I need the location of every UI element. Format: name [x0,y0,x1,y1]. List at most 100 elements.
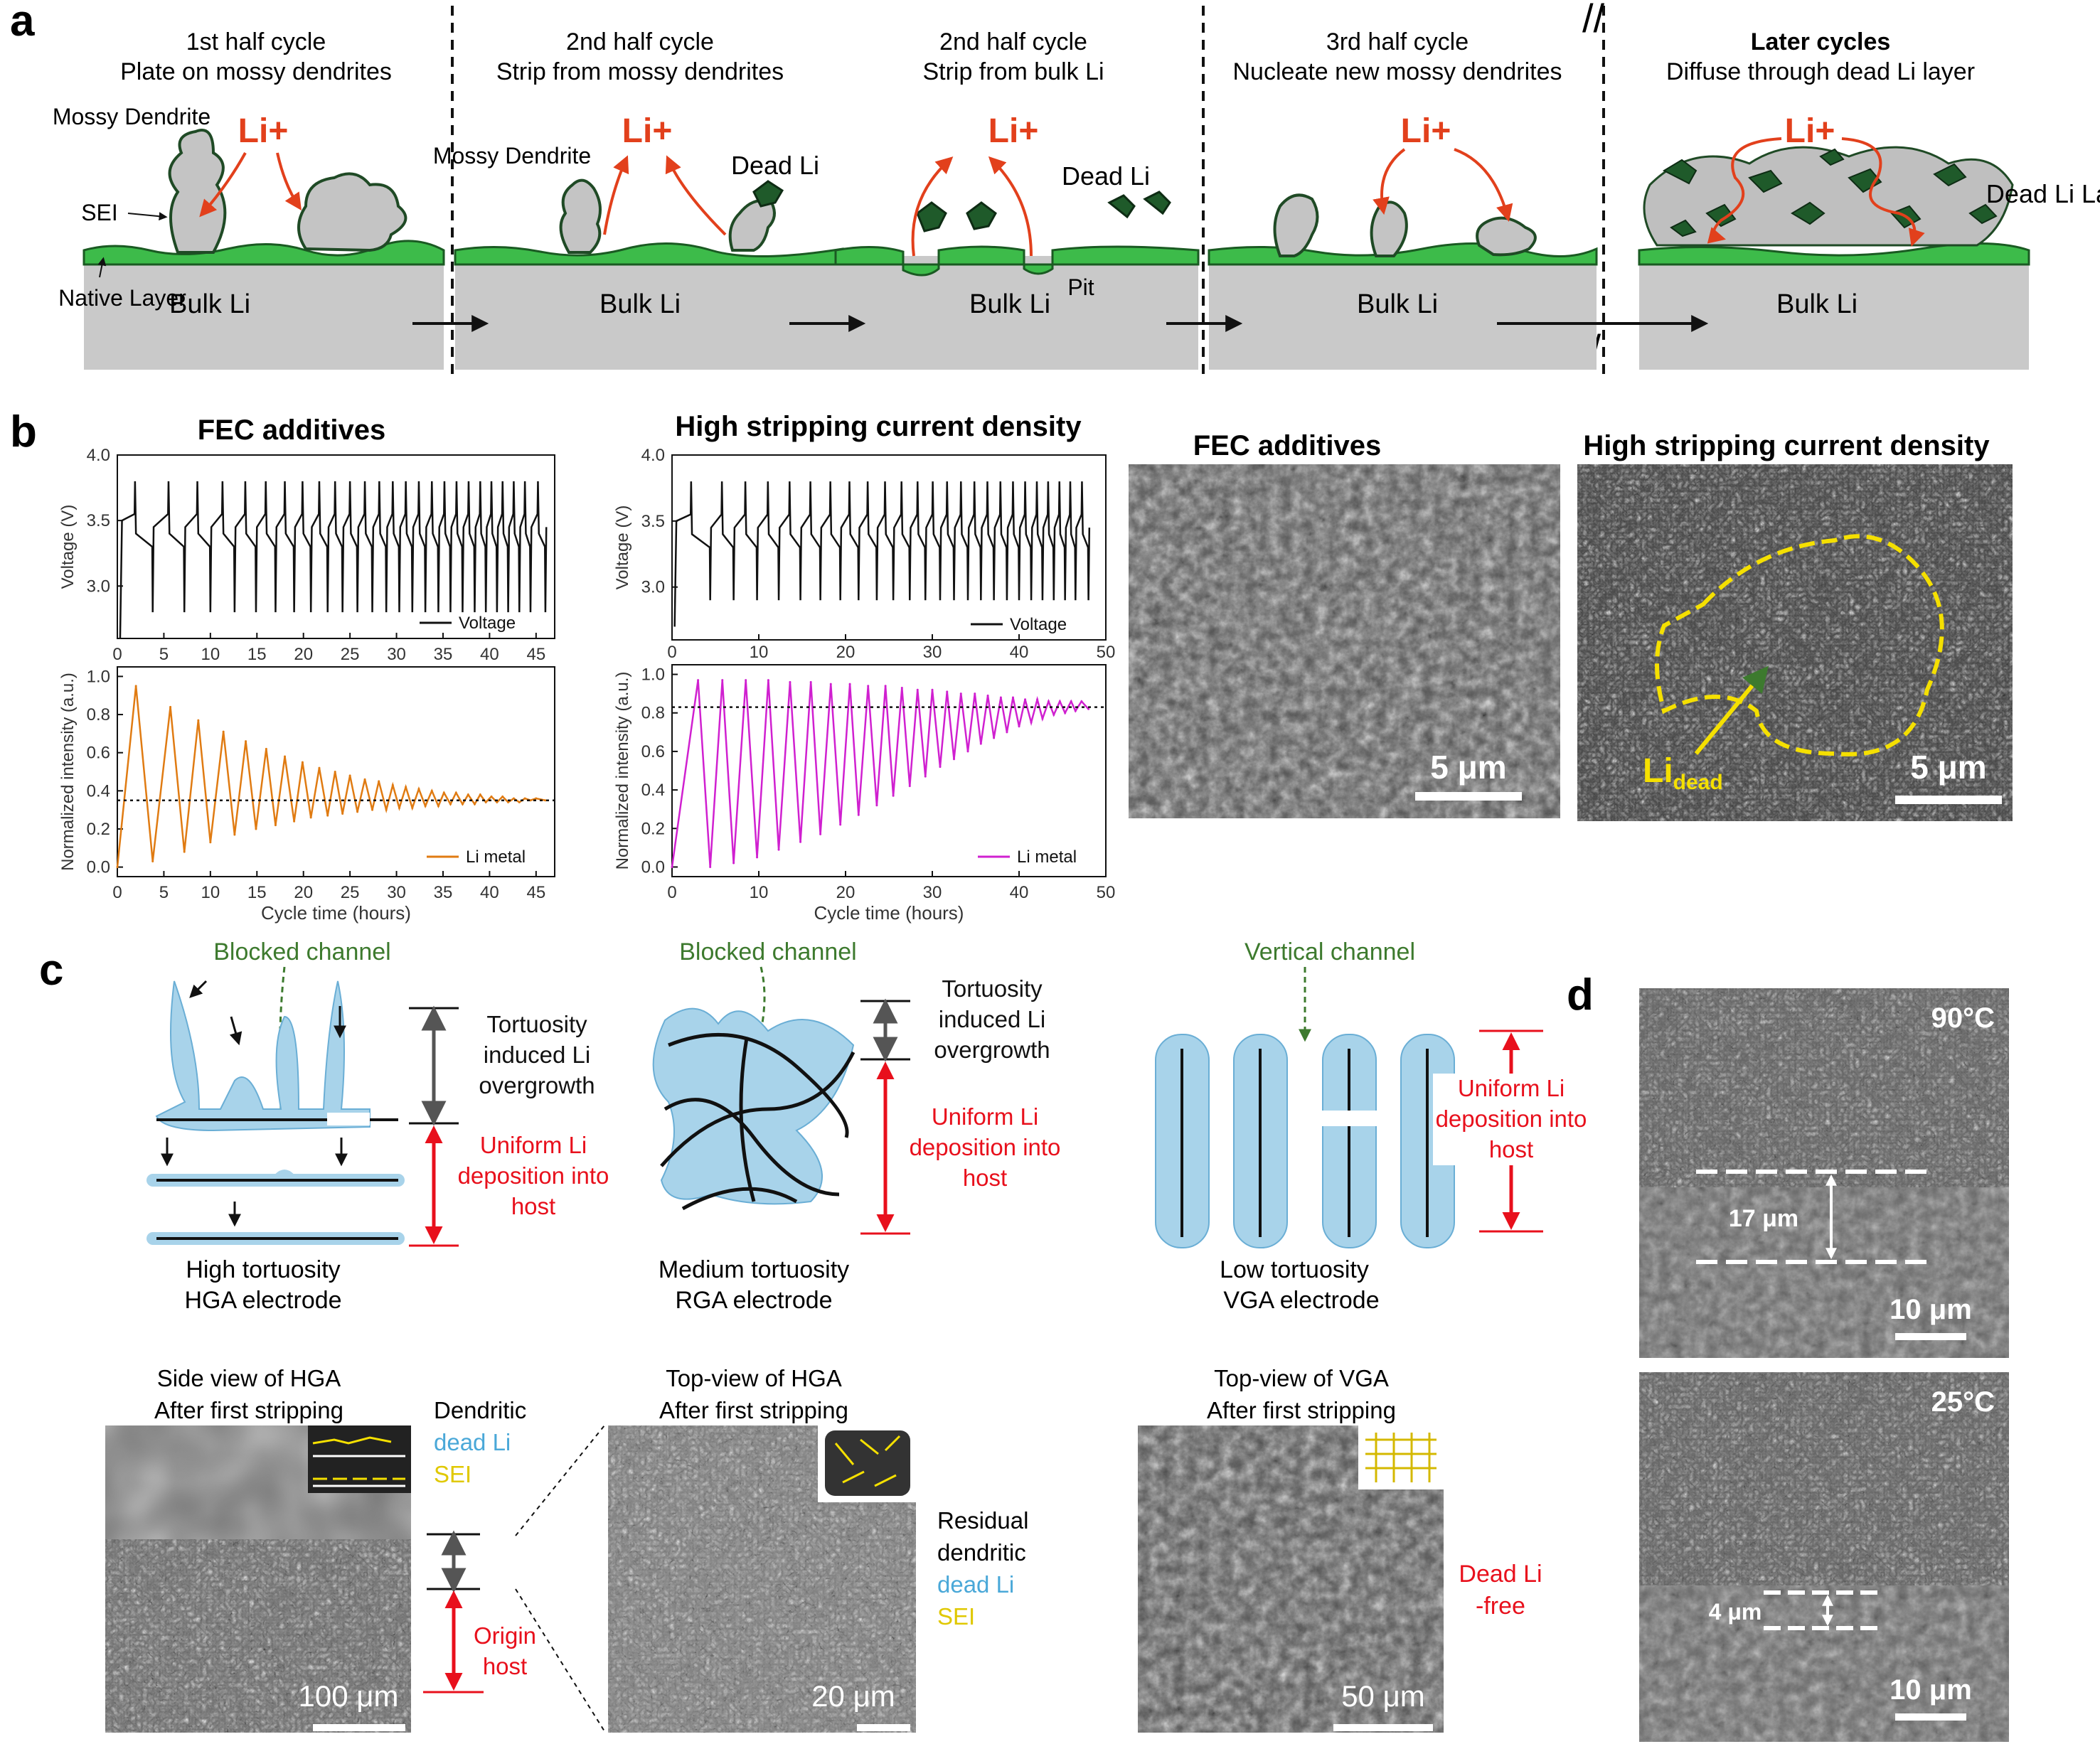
caption-1: Medium tortuosity [659,1256,849,1283]
sem-legend-2: Residual dendritic dead Li SEI [937,1507,1028,1630]
data-point [363,778,366,781]
data-point [116,866,119,869]
data-point [1030,721,1033,724]
li-ion-label: Li+ [988,112,1039,150]
y-tick-label: 0.0 [87,858,110,877]
y-tick-label: 4.0 [87,446,110,465]
mossy-dendrite-label: Mossy Dendrite [53,104,210,129]
x-axis-label: Cycle time (hours) [814,902,964,924]
data-point [1011,696,1014,699]
x-tick-label: 10 [201,645,220,664]
data-point [371,808,374,811]
data-point [777,848,780,851]
data-point [356,811,359,813]
x-tick-label: 20 [836,883,856,902]
data-point [709,865,712,868]
x-tick-label: 0 [667,883,676,902]
legend-dendritic: Dendritic [434,1397,526,1423]
data-point [931,688,934,691]
y-tick-label: 0.4 [641,781,665,800]
x-tick-label: 20 [294,645,313,664]
sem-side-hga: Side view of HGA After first stripping 1… [105,1365,411,1733]
panel-b-letter: b [10,407,37,456]
data-point [721,679,724,682]
stage3-title-1: 2nd half cycle [939,28,1087,55]
x-tick-label: 15 [247,883,267,902]
y-tick-label: 3.5 [641,512,665,531]
data-point [819,833,822,835]
x-tick-label: 20 [294,883,313,902]
stage5-schematic: Bulk Li Li+ Dead Li Layer [1638,112,2100,370]
data-point [496,801,499,803]
data-point [1074,710,1077,712]
panel-d-letter: d [1567,970,1594,1020]
data-point [1052,713,1055,716]
x-tick-label: 40 [480,883,499,902]
axis-break-mark: // [1582,0,1605,41]
data-point [999,696,1002,699]
data-point [442,791,445,794]
data-point [245,740,247,743]
voltage-axes-frame [117,454,555,639]
x-tick-label: 10 [750,883,769,902]
x-tick-label: 45 [526,645,545,664]
data-point [959,692,962,695]
data-point [233,833,236,836]
data-point [745,679,747,682]
data-point [507,801,510,803]
data-point [341,813,344,815]
y-tick-label: 0.6 [641,742,665,761]
x-tick-label: 25 [341,883,360,902]
voltage-series [119,481,548,639]
y-axis-label: Voltage (V) [58,505,78,589]
data-point [732,862,735,865]
panel-c-letter: c [39,946,63,995]
thickness-label: 4 μm [1709,1599,1762,1625]
y-axis-label: Normalized intensity (a.u.) [58,673,78,871]
data-point [437,805,439,808]
data-point [697,679,700,682]
sem-title-2: After first stripping [1207,1397,1396,1423]
panel-a: a // // 1st half cycle Plate on mossy de… [10,0,2100,375]
residual-label: Residual [937,1507,1028,1534]
x-tick-label: 35 [434,645,453,664]
intensity-axes-frame [671,664,1107,877]
dead-li-label: Dead Li [1062,161,1150,191]
caption-2: RGA electrode [675,1287,832,1314]
data-point [309,816,312,819]
sem-title-1: Side view of HGA [157,1365,341,1391]
sem-title-1: Top-view of HGA [666,1365,842,1391]
channel-label: Blocked channel [213,938,391,965]
li-metal-series [116,685,546,867]
legend-sei: SEI [434,1461,471,1487]
panel-d: d 90°C 17 μm 10 μm 25°C 4 μm 10 μm [1567,970,2009,1742]
data-point [461,803,464,806]
scale-label: 50 μm [1341,1679,1425,1713]
data-point [529,799,532,802]
data-point [424,805,427,808]
data-point [756,856,759,859]
data-point [809,680,812,683]
x-tick-label: 30 [923,643,942,662]
data-point [1070,700,1072,702]
chart2-title: High stripping current density [675,411,1082,442]
y-tick-label: 3.5 [87,511,110,530]
data-point [326,814,329,817]
data-point [301,761,304,764]
sem-25c: 25°C 4 μm 10 μm [1639,1372,2009,1742]
scale-label: 20 μm [811,1679,895,1713]
stage2-title-1: 2nd half cycle [566,28,714,55]
sem-title-2: After first stripping [154,1397,343,1423]
data-point [169,705,172,708]
data-point [1058,700,1061,702]
data-point [405,786,407,788]
data-point [839,823,842,826]
residual-dead-li-label: dead Li [937,1571,1014,1598]
x-tick-label: 20 [836,643,856,662]
data-point [134,685,137,688]
y-tick-label: 4.0 [641,446,665,465]
caption-1: Low tortuosity [1220,1256,1369,1283]
sem-title-1: Top-view of VGA [1214,1365,1389,1391]
channel-label: Blocked channel [679,938,857,965]
